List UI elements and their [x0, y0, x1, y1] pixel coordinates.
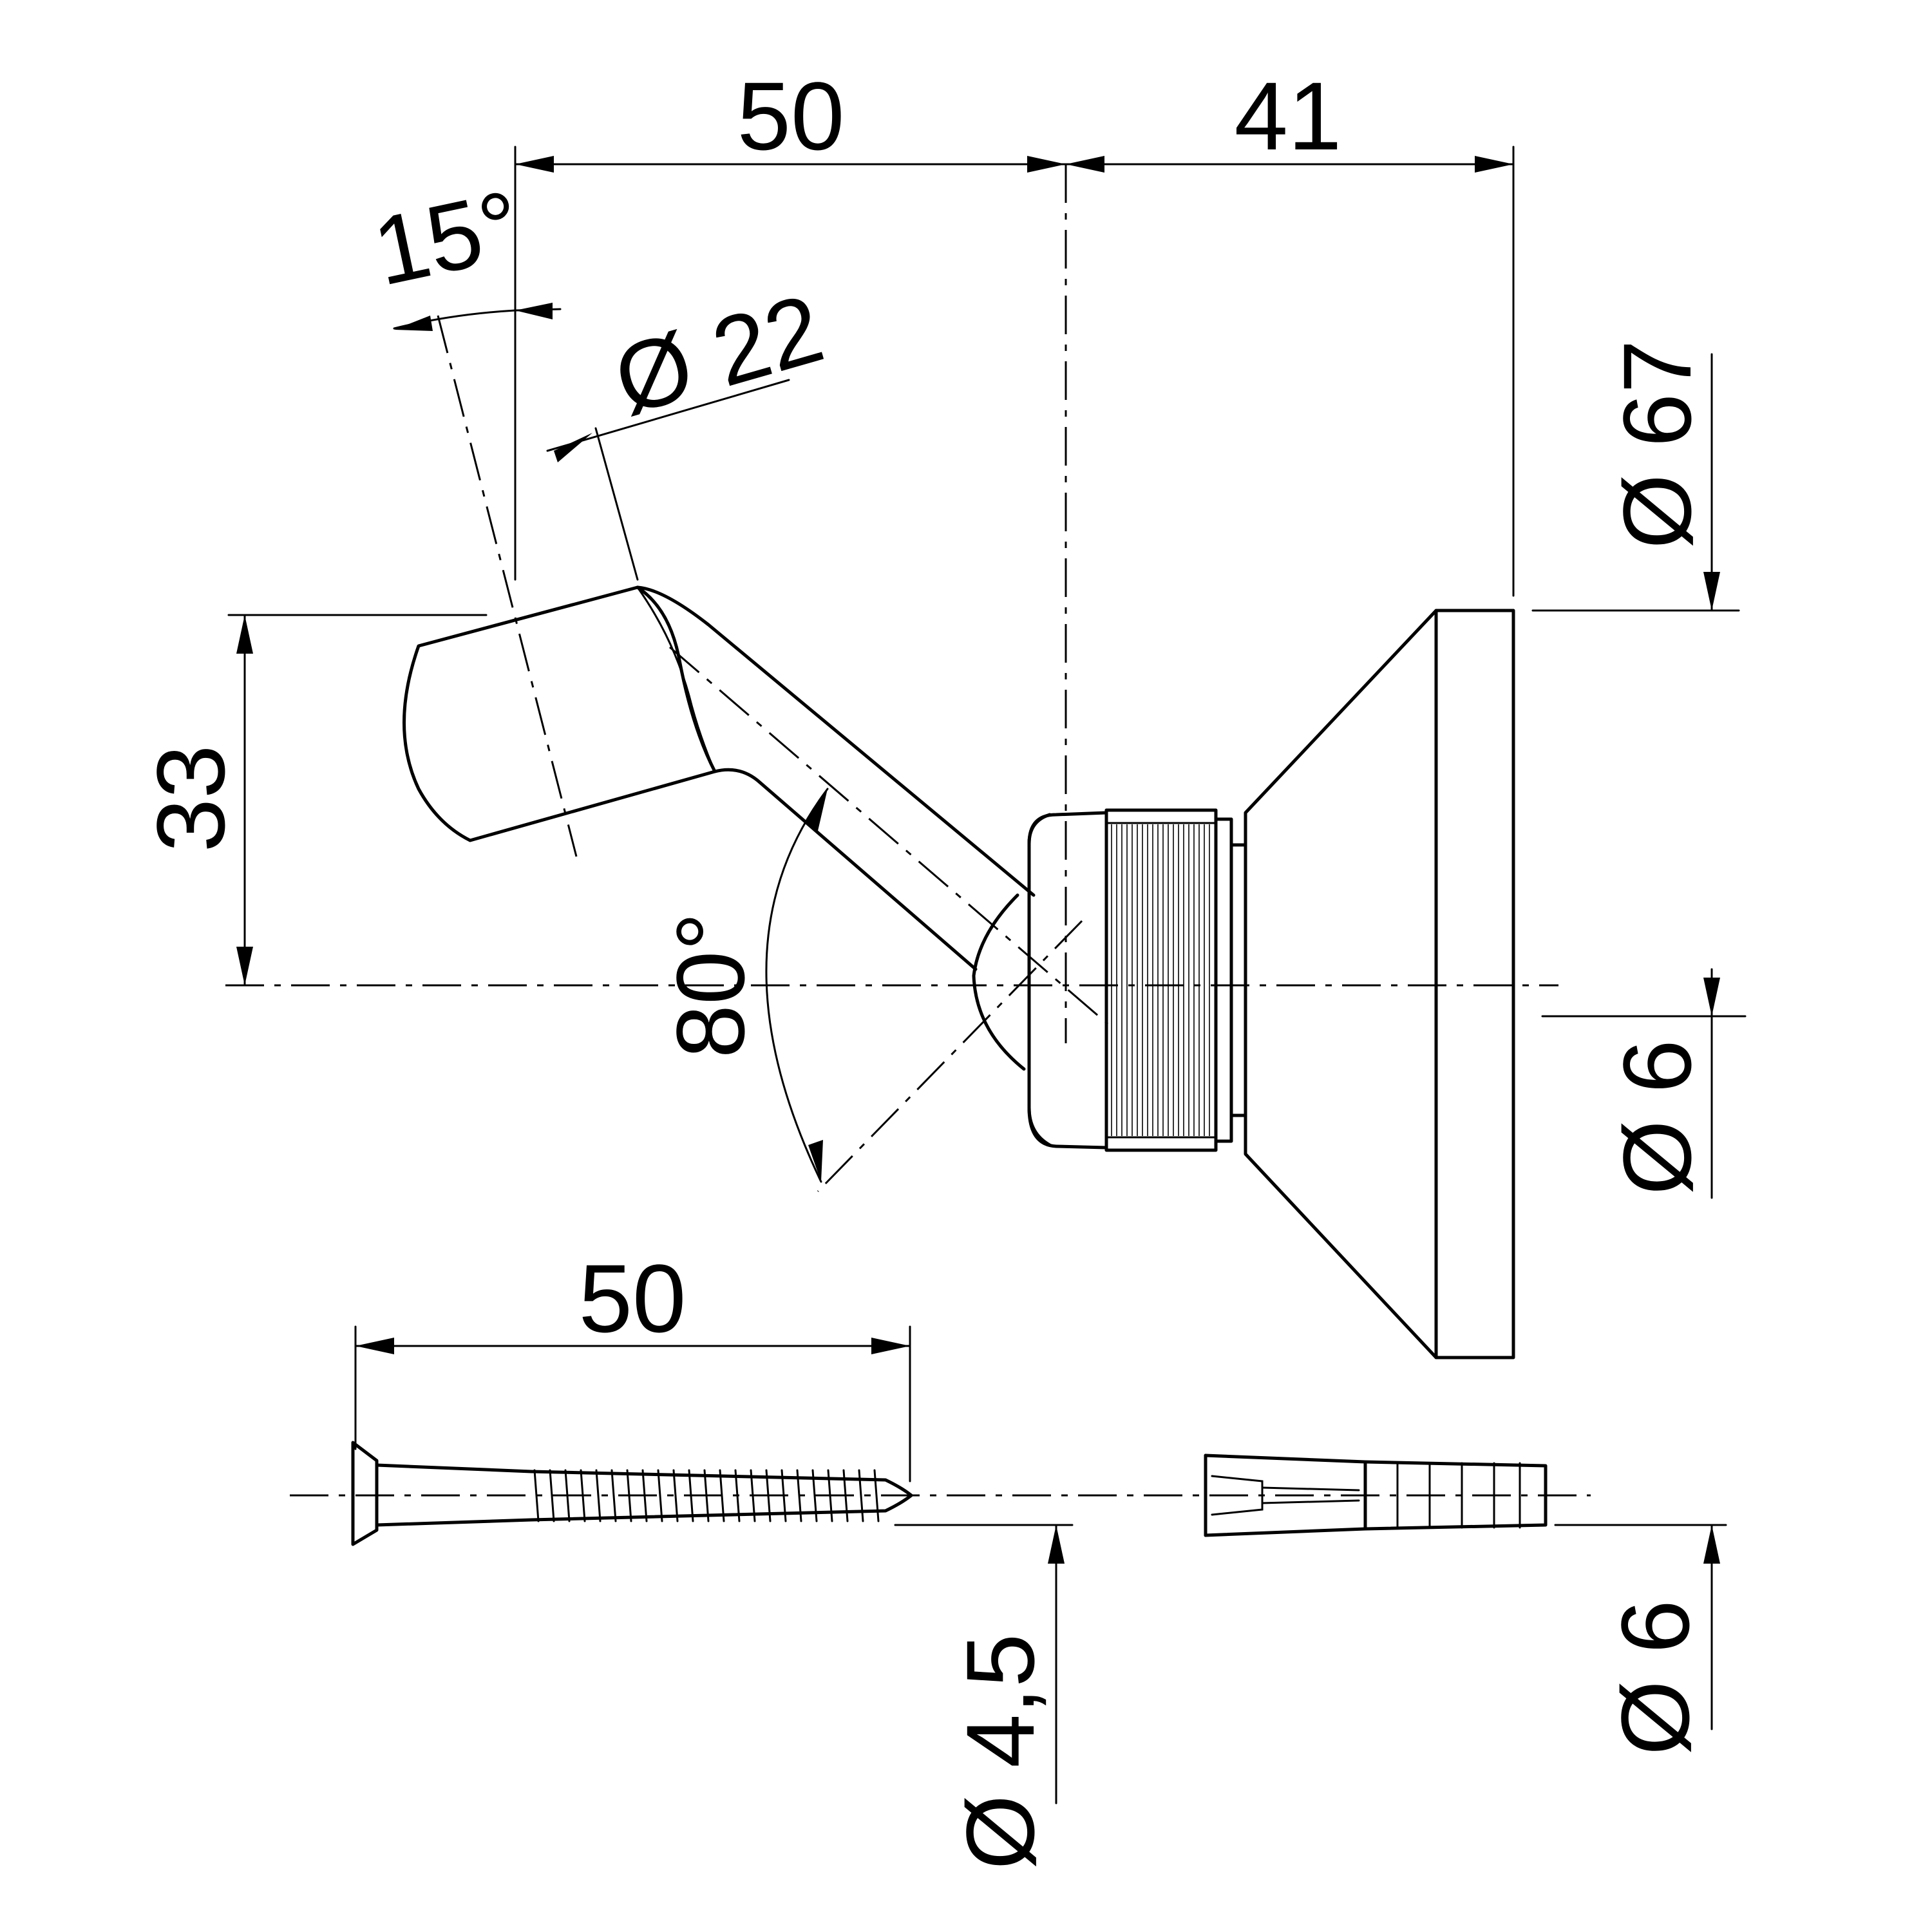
screw-threads: [533, 1469, 880, 1522]
center-lines: [225, 164, 1591, 1497]
ball-joint: [972, 811, 1108, 1150]
dim-d67: Ø 67: [1531, 339, 1740, 612]
holder-body: [402, 585, 1036, 971]
dim-15-deg-text: 15°: [365, 169, 530, 305]
dim-33: 33: [137, 614, 488, 987]
dim-50-top: 50: [737, 62, 845, 170]
dim-d67-text: Ø 67: [1603, 339, 1711, 549]
dim-screw-50: 50: [354, 1244, 911, 1482]
dim-80-deg-text: 80°: [656, 913, 764, 1059]
dim-d6-pin: Ø 6: [1541, 968, 1747, 1199]
screw: [351, 1441, 913, 1546]
dim-80-deg: 80°: [656, 788, 829, 1183]
dim-d6-pin-text: Ø 6: [1603, 1039, 1711, 1195]
knurled-nut: [1104, 808, 1247, 1152]
dim-33-text: 33: [137, 745, 245, 853]
wall-plug: [1204, 1454, 1548, 1537]
dim-d6-plug: Ø 6: [1554, 1524, 1727, 1756]
wall-flange: [1244, 609, 1515, 1359]
plug-ribs: [1396, 1462, 1521, 1529]
dim-screw-50-text: 50: [579, 1244, 687, 1352]
dim-d45-text: Ø 4,5: [946, 1634, 1054, 1870]
dim-d22-text: Ø 22: [603, 273, 834, 435]
knurl-lines: [1111, 824, 1210, 1136]
dim-top: 50 41: [514, 62, 1515, 597]
dim-d6-plug-text: Ø 6: [1601, 1600, 1709, 1756]
dim-41: 41: [1235, 62, 1342, 170]
dim-15-deg: 15°: [365, 169, 562, 331]
dim-d22: Ø 22: [546, 273, 834, 581]
dim-d45: Ø 4,5: [894, 1524, 1074, 1870]
